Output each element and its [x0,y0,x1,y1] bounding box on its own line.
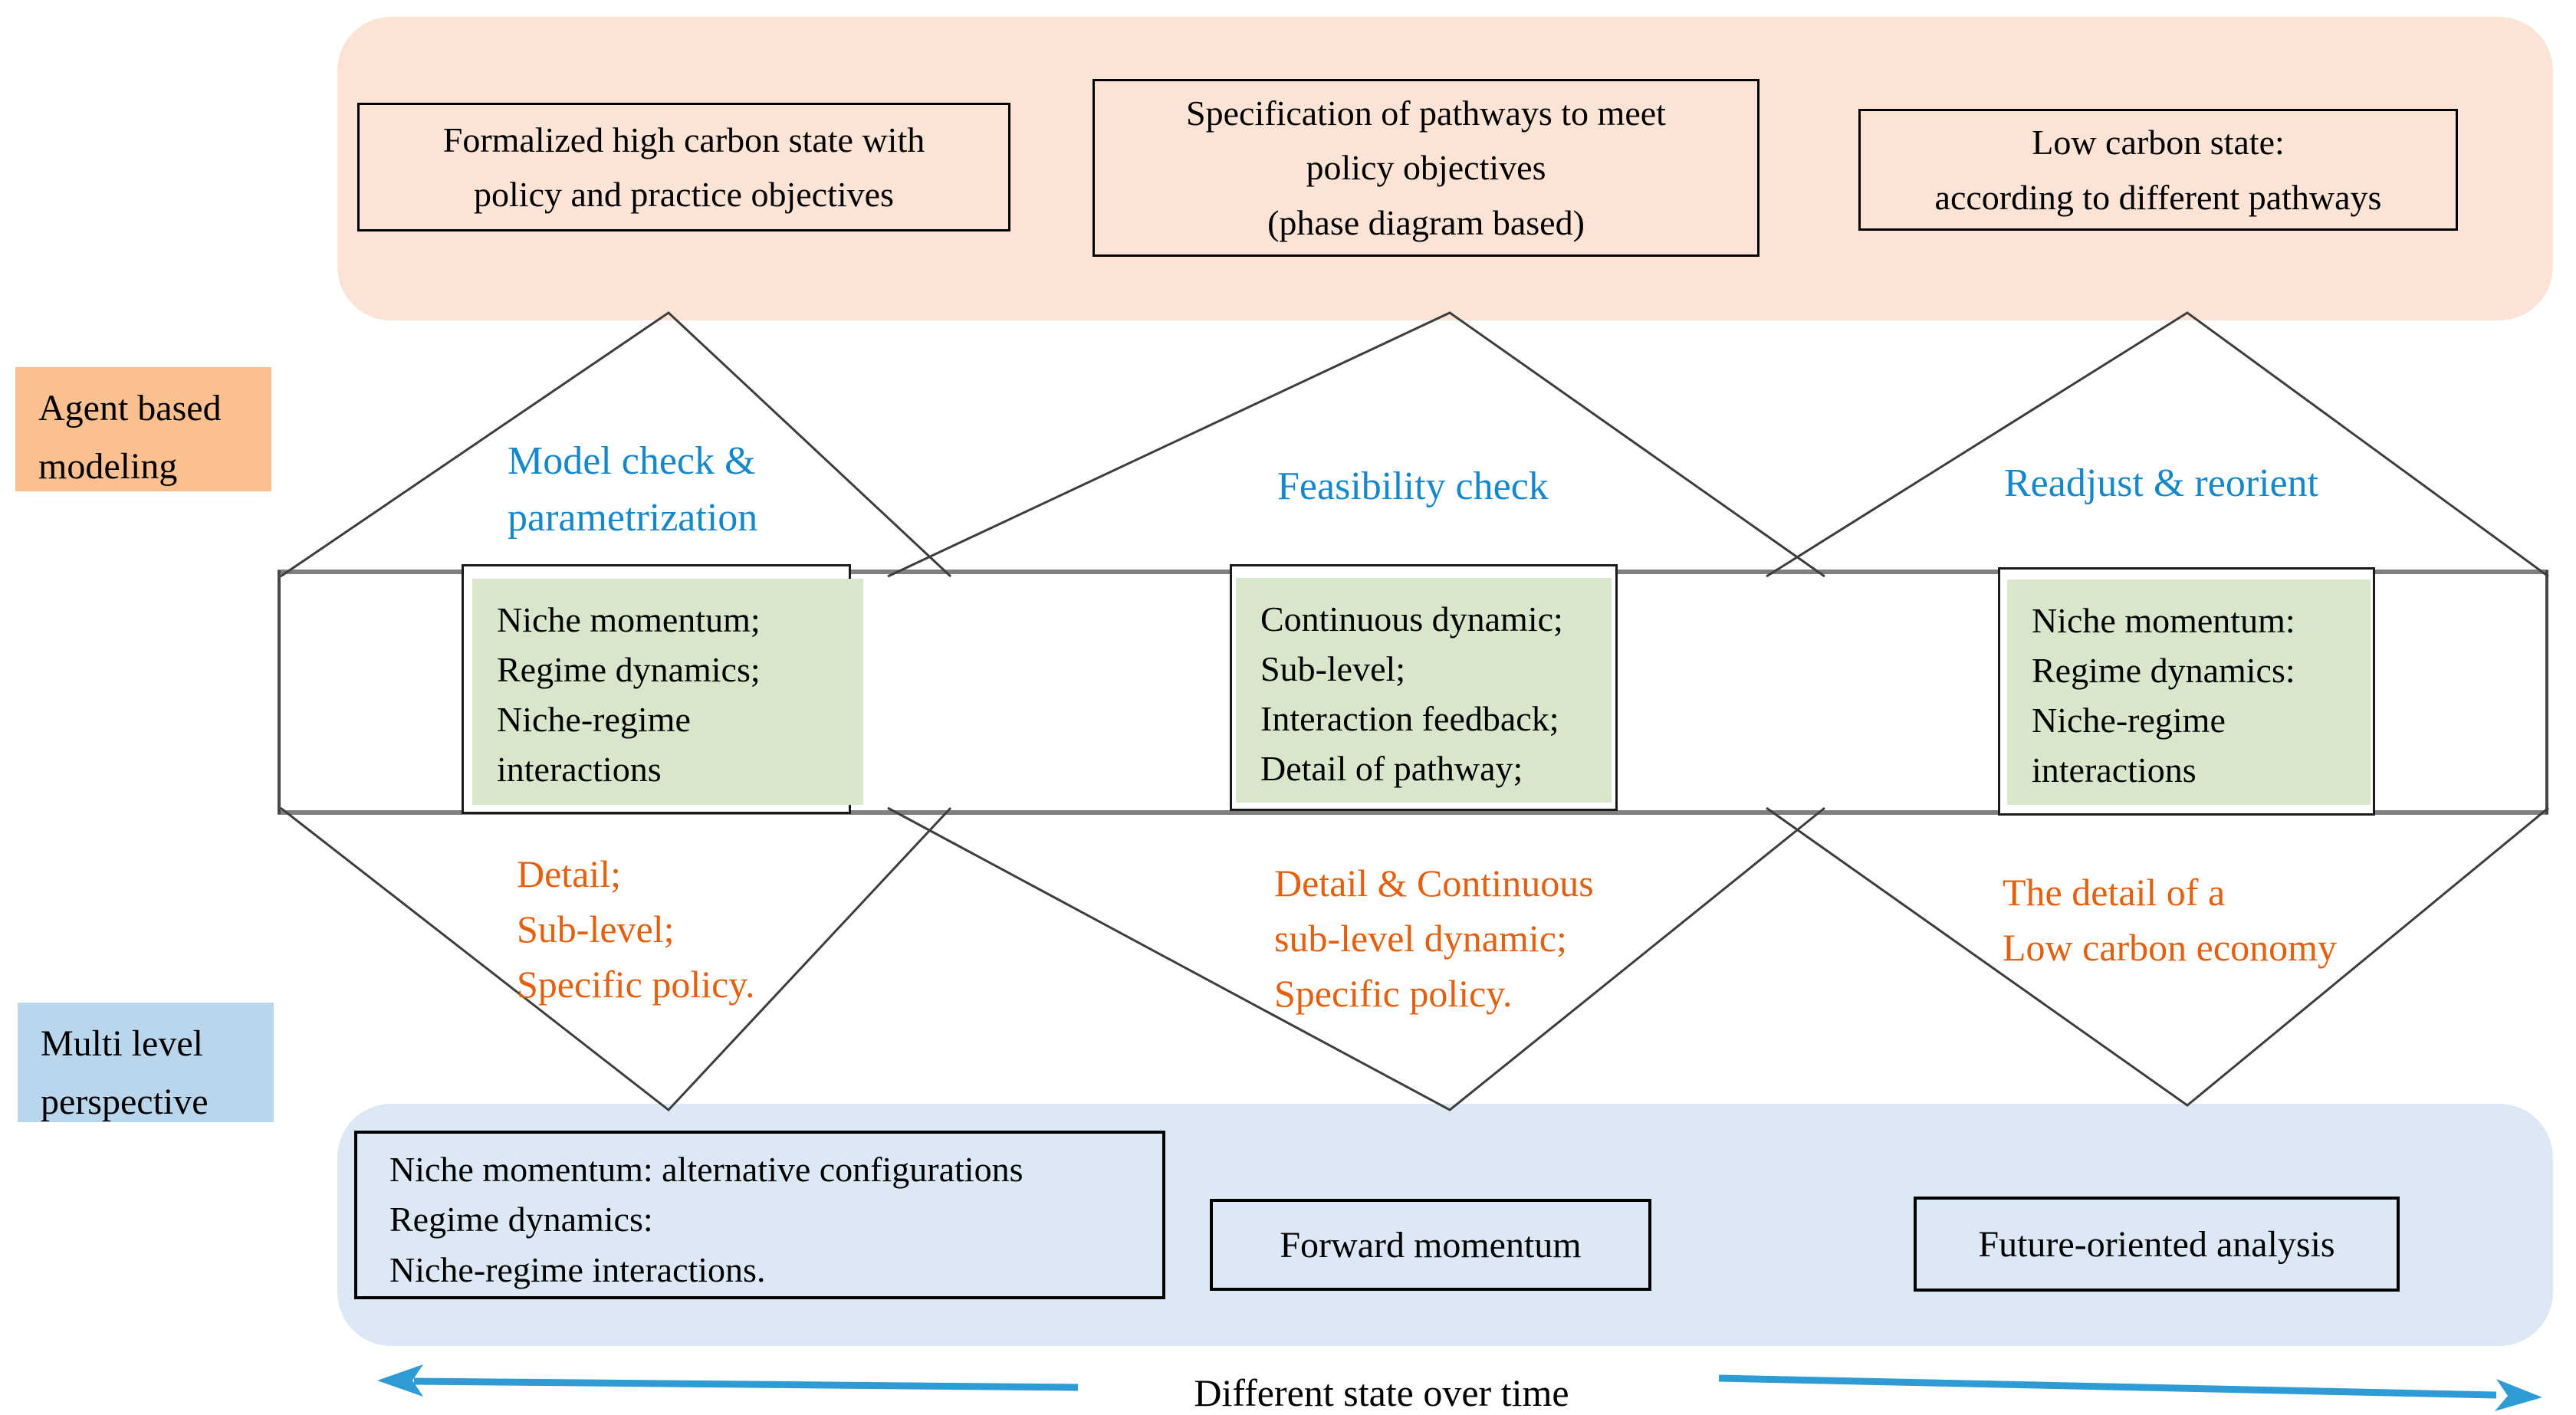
hourglass-outlines [280,311,2549,1112]
bottom-box-future-oriented: Future-oriented analysis [1914,1197,2400,1292]
green-box-1: Niche momentum; Regime dynamics; Niche-r… [472,579,863,805]
top-box-low-carbon-state: Low carbon state: according to different… [1858,109,2458,231]
blue-label-readjust-reorient: Readjust & reorient [2004,461,2319,505]
orange-label-low-carbon-detail: The detail of a Low carbon economy [2003,871,2337,969]
top-peach-band [337,17,2553,320]
timeline-caption: Different state over time [1194,1371,1569,1414]
bottom-box-niche-momentum: Niche momentum: alternative configuratio… [354,1131,1165,1299]
top-box-pathway-specification: Specification of pathways to meet policy… [1092,79,1760,257]
multi-level-perspective-label: Multi level perspective [18,1003,274,1122]
bottom-box-forward-momentum: Forward momentum [1210,1199,1651,1291]
green-box-3: Niche momentum: Regime dynamics: Niche-r… [2007,579,2371,805]
orange-label-detail-sublevel: Detail; Sub-level; Specific policy. [517,852,755,1006]
orange-label-detail-continuous: Detail & Continuous sub-level dynamic; S… [1274,862,1594,1015]
timeline-right-arrow-icon [1718,1374,2542,1411]
blue-label-feasibility-check: Feasibility check [1277,465,1549,508]
green-box-2: Continuous dynamic; Sub-level; Interacti… [1236,578,1612,803]
agent-based-modeling-label: Agent based modeling [15,367,271,491]
timeline-left-arrow-icon [377,1364,1079,1397]
bottom-blue-band [337,1104,2553,1346]
blue-label-model-check: Model check & parametrization [508,439,758,540]
top-box-high-carbon-state: Formalized high carbon state with policy… [357,103,1010,231]
